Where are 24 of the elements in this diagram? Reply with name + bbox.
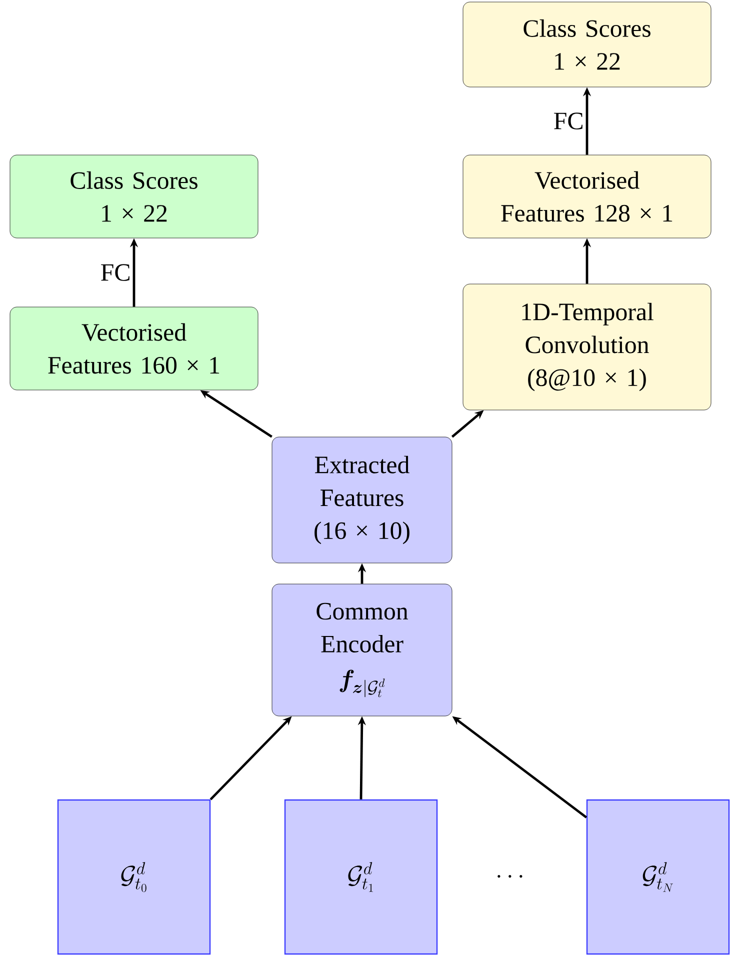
formula: $\mathcal{G}^d_{t_1}$ <box>348 862 373 892</box>
box-text: Vectorised Features 128 × 1 <box>501 171 672 222</box>
edge-label: FC <box>552 112 585 130</box>
box-text: Class Scores 1 × 22 <box>524 19 650 70</box>
output-box <box>10 154 258 238</box>
formula: $\mathcal{G}^d_{t_N}$ <box>642 862 673 892</box>
input-box <box>57 799 211 955</box>
output-box <box>462 284 712 410</box>
formula: $\boldsymbol{f}_{\boldsymbol{z}|\mathcal{G}^d_t}$ <box>340 670 385 698</box>
box-text: Vectorised Features 160 × 1 <box>48 323 220 374</box>
output-box <box>462 154 712 238</box>
input-box <box>586 799 730 955</box>
output-box <box>462 2 712 88</box>
box-text: Extracted Features (16 × 10) <box>314 456 410 544</box>
ellipsis: $\cdots$ <box>498 875 522 878</box>
output-box <box>10 306 258 390</box>
edge-label: FC <box>99 263 132 282</box>
formula: $\mathcal{G}^d_{t_0}$ <box>121 862 146 892</box>
input-box <box>284 799 438 955</box>
box-text: Common Encoder <box>316 602 408 652</box>
process-box <box>272 584 452 716</box>
process-box <box>272 436 452 564</box>
box-text: 1D-Temporal Convolution (8@10 × 1) <box>522 302 654 392</box>
box-text: Class Scores 1 × 22 <box>70 171 198 222</box>
